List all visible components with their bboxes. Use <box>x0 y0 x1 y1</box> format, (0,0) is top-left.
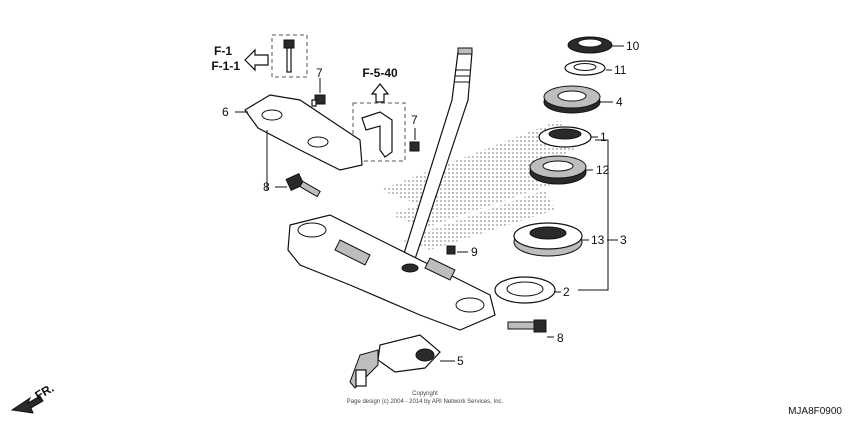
bottom-bridge <box>287 214 496 331</box>
callout-9[interactable]: 9 <box>471 245 478 259</box>
bolt-part-7b <box>409 141 420 152</box>
callout-2[interactable]: 2 <box>563 285 570 299</box>
race-part-2 <box>494 276 556 304</box>
reference-f540[interactable]: F-5-40 <box>362 66 398 103</box>
bolt-part-8-left <box>285 172 321 198</box>
bolt-part-8-right <box>507 319 547 333</box>
bearing-part-13 <box>513 222 583 257</box>
bolt-part-7a <box>311 94 326 107</box>
group-bracket-3 <box>578 139 609 291</box>
callout-4[interactable]: 4 <box>616 95 623 109</box>
ref-f540-label: F-5-40 <box>362 66 398 80</box>
callout-12[interactable]: 12 <box>596 163 610 177</box>
copyright-line2: Page design (c) 2004 - 2014 by ARI Netwo… <box>347 399 504 405</box>
bracket-f540 <box>361 111 393 158</box>
nut-part-4 <box>543 85 601 114</box>
ignition-switch-part-5 <box>349 334 441 389</box>
dashed-box-bolt <box>271 34 308 78</box>
callout-1[interactable]: 1 <box>600 130 607 144</box>
dashed-box-bracket <box>352 102 406 162</box>
bolt-part-9 <box>446 245 456 255</box>
plate-part-6 <box>244 94 363 190</box>
washer-part-11 <box>564 60 606 76</box>
callout-11[interactable]: 11 <box>614 63 627 77</box>
left-arrow-icon <box>244 48 269 72</box>
ref-f11-label: F-1-1 <box>211 59 240 73</box>
callout-13[interactable]: 13 <box>591 233 605 247</box>
front-arrow-icon <box>10 395 44 414</box>
callout-10[interactable]: 10 <box>626 39 640 53</box>
bolt-top <box>283 39 295 73</box>
front-direction: FR. <box>10 381 56 414</box>
seal-part-1 <box>538 126 592 148</box>
bearing-part-12 <box>529 155 587 185</box>
ref-f1-label: F-1 <box>214 44 232 58</box>
callout-5[interactable]: 5 <box>457 354 464 368</box>
callout-7a[interactable]: 7 <box>316 66 323 80</box>
callout-6[interactable]: 6 <box>222 105 229 119</box>
diagram-code: MJA8F0900 <box>788 406 842 417</box>
nut-part-10 <box>567 36 613 54</box>
callout-8b[interactable]: 8 <box>557 331 564 345</box>
callout-8a[interactable]: 8 <box>263 180 270 194</box>
callout-7b[interactable]: 7 <box>411 113 418 127</box>
up-arrow-icon <box>370 83 390 103</box>
callout-3[interactable]: 3 <box>620 233 627 247</box>
reference-f1[interactable]: F-1 F-1-1 <box>211 44 269 73</box>
copyright-line1: Copyright <box>412 391 438 397</box>
